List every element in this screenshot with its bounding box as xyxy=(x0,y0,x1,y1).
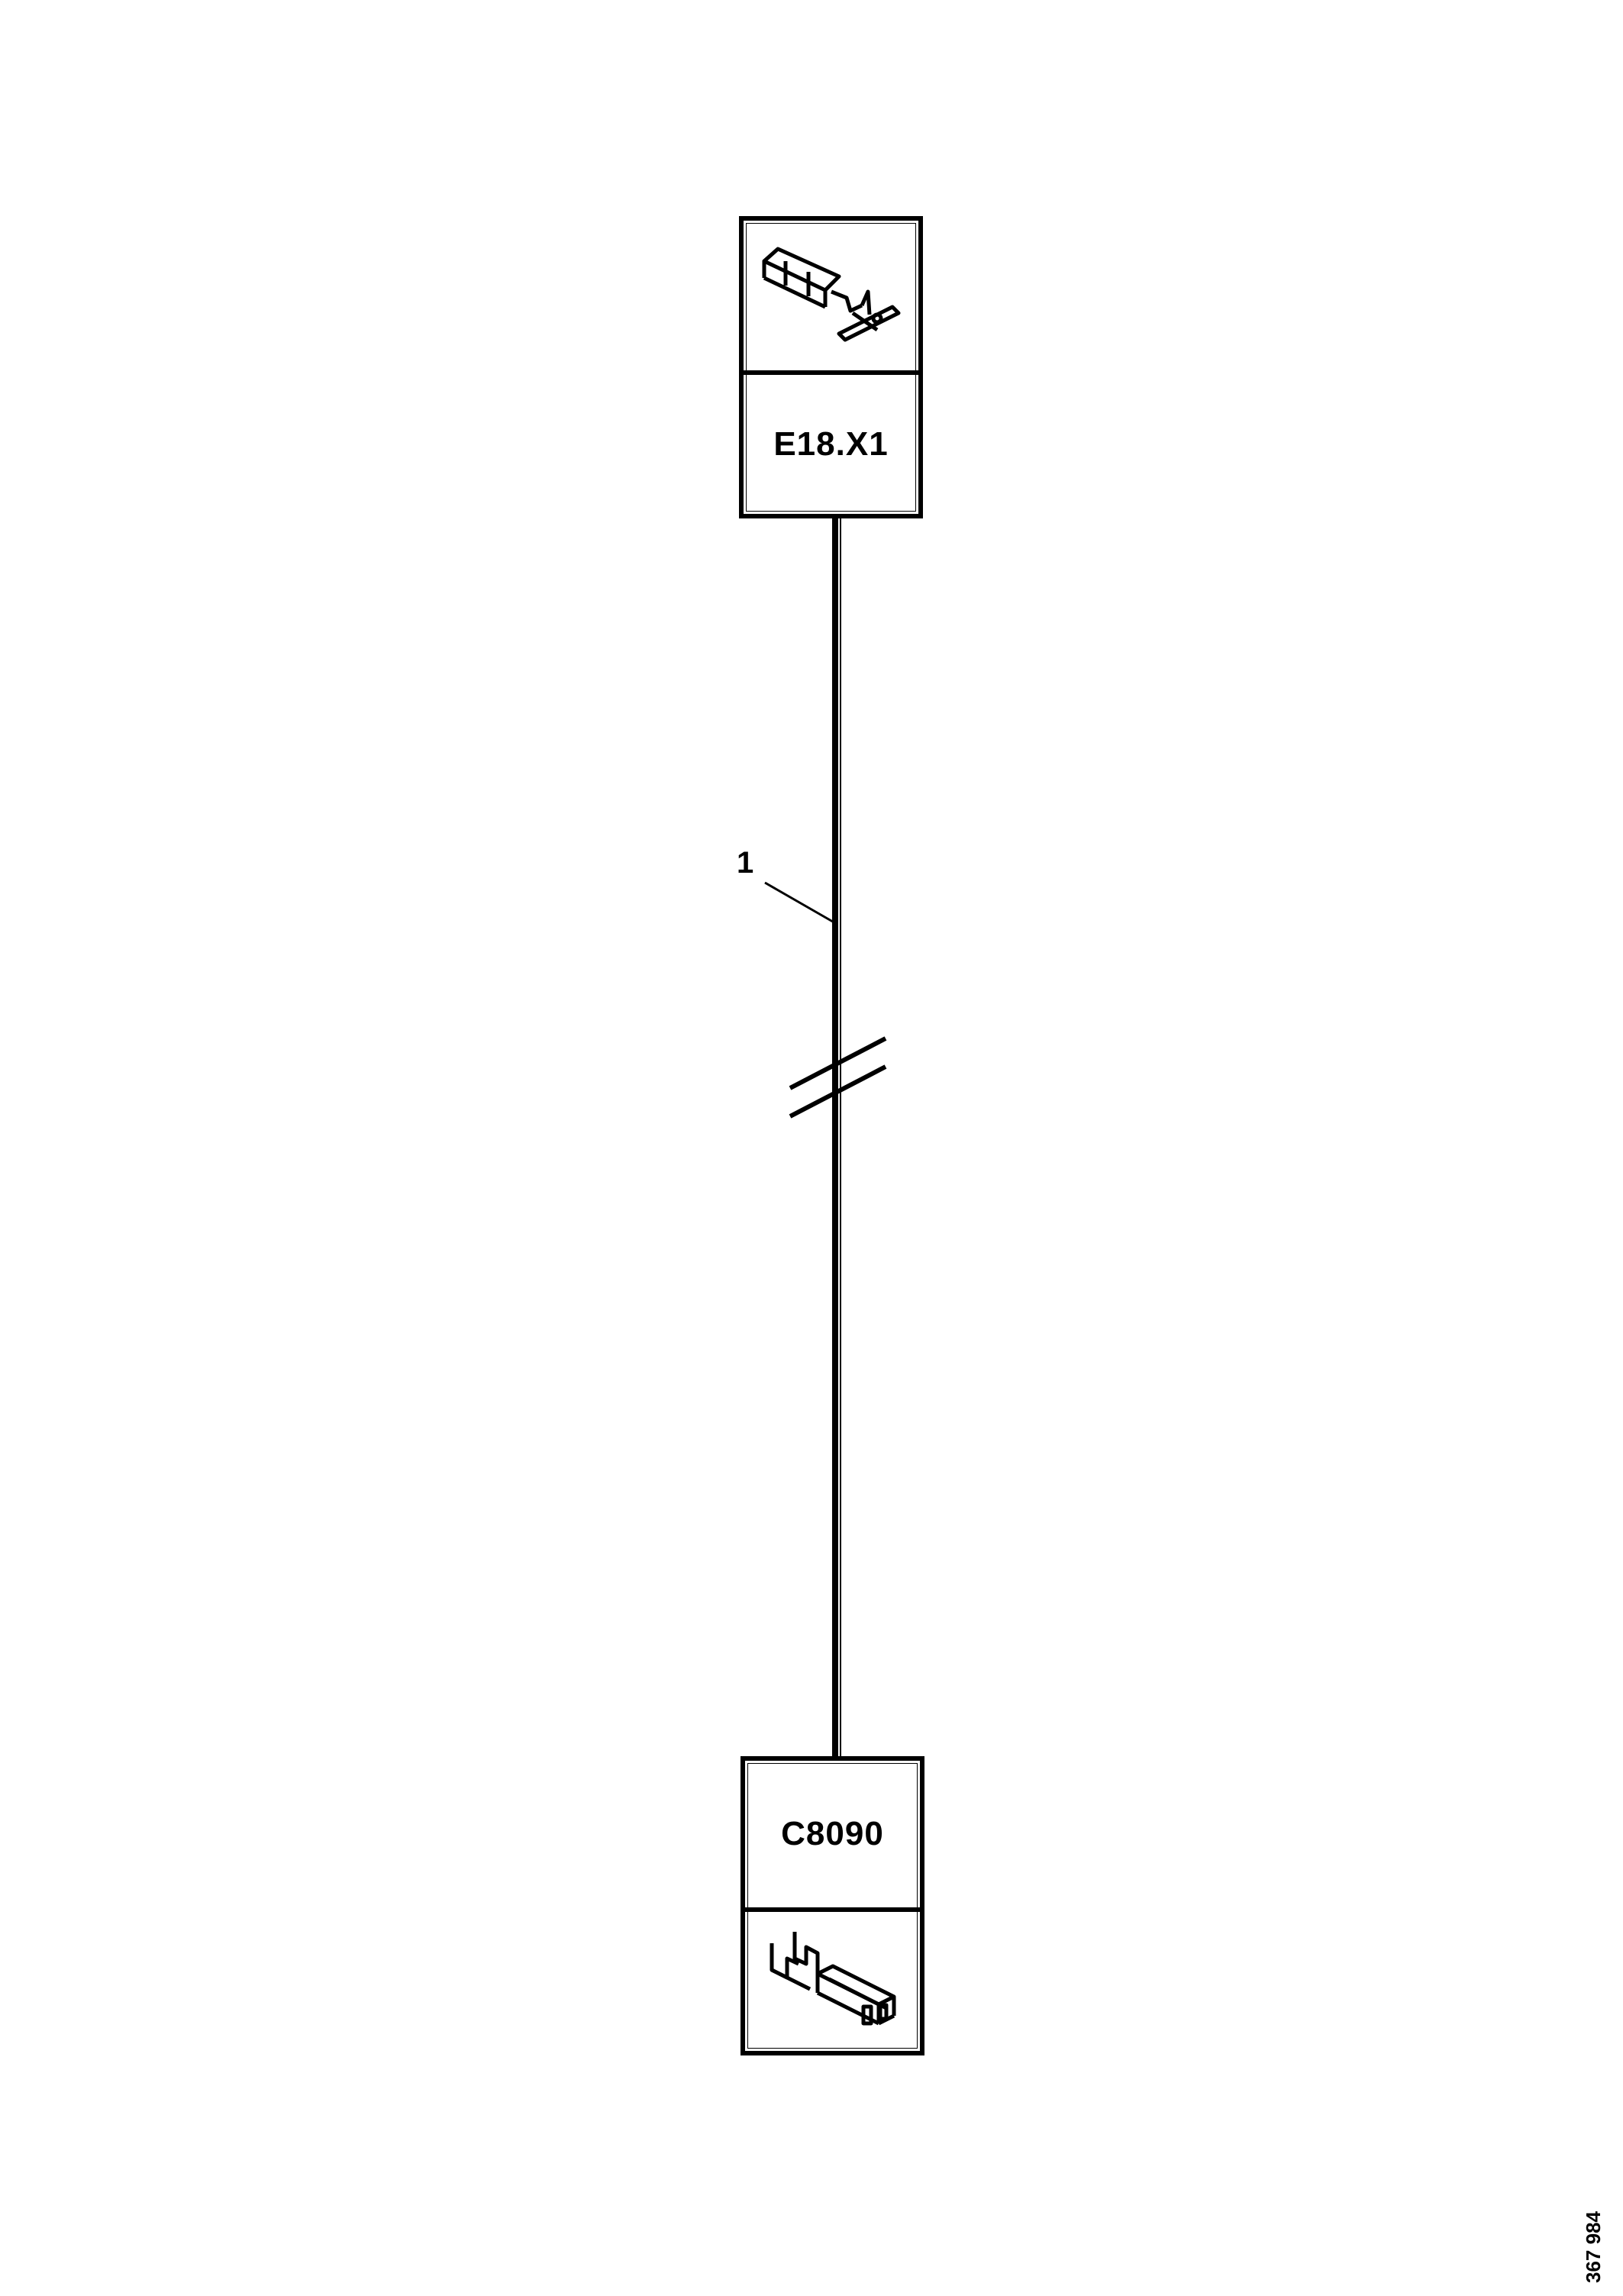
figure-number: 367 984 xyxy=(1582,2211,1605,2283)
callout-leader-line xyxy=(764,881,837,925)
connector-label-cell: C8090 xyxy=(745,1761,920,1907)
connector-icon-cell xyxy=(745,1912,920,2051)
wire-highlight-lower xyxy=(840,1053,841,1759)
connector-box-c8090: C8090 xyxy=(741,1756,924,2055)
female-terminal-icon xyxy=(764,1924,902,2039)
wire-highlight-upper xyxy=(840,518,841,1053)
connector-label-cell: E18.X1 xyxy=(744,375,918,514)
connector-label: C8090 xyxy=(781,1815,884,1852)
male-terminal-icon xyxy=(755,238,908,353)
wire-callout-number: 1 xyxy=(737,846,754,880)
connector-box-e18-x1: E18.X1 xyxy=(739,216,923,518)
wire-segment-upper xyxy=(832,518,838,1053)
connector-label: E18.X1 xyxy=(773,425,889,463)
connector-icon-cell xyxy=(744,221,918,370)
connector-divider xyxy=(744,370,918,375)
connector-divider xyxy=(745,1907,920,1912)
wire-segment-lower xyxy=(832,1053,838,1759)
